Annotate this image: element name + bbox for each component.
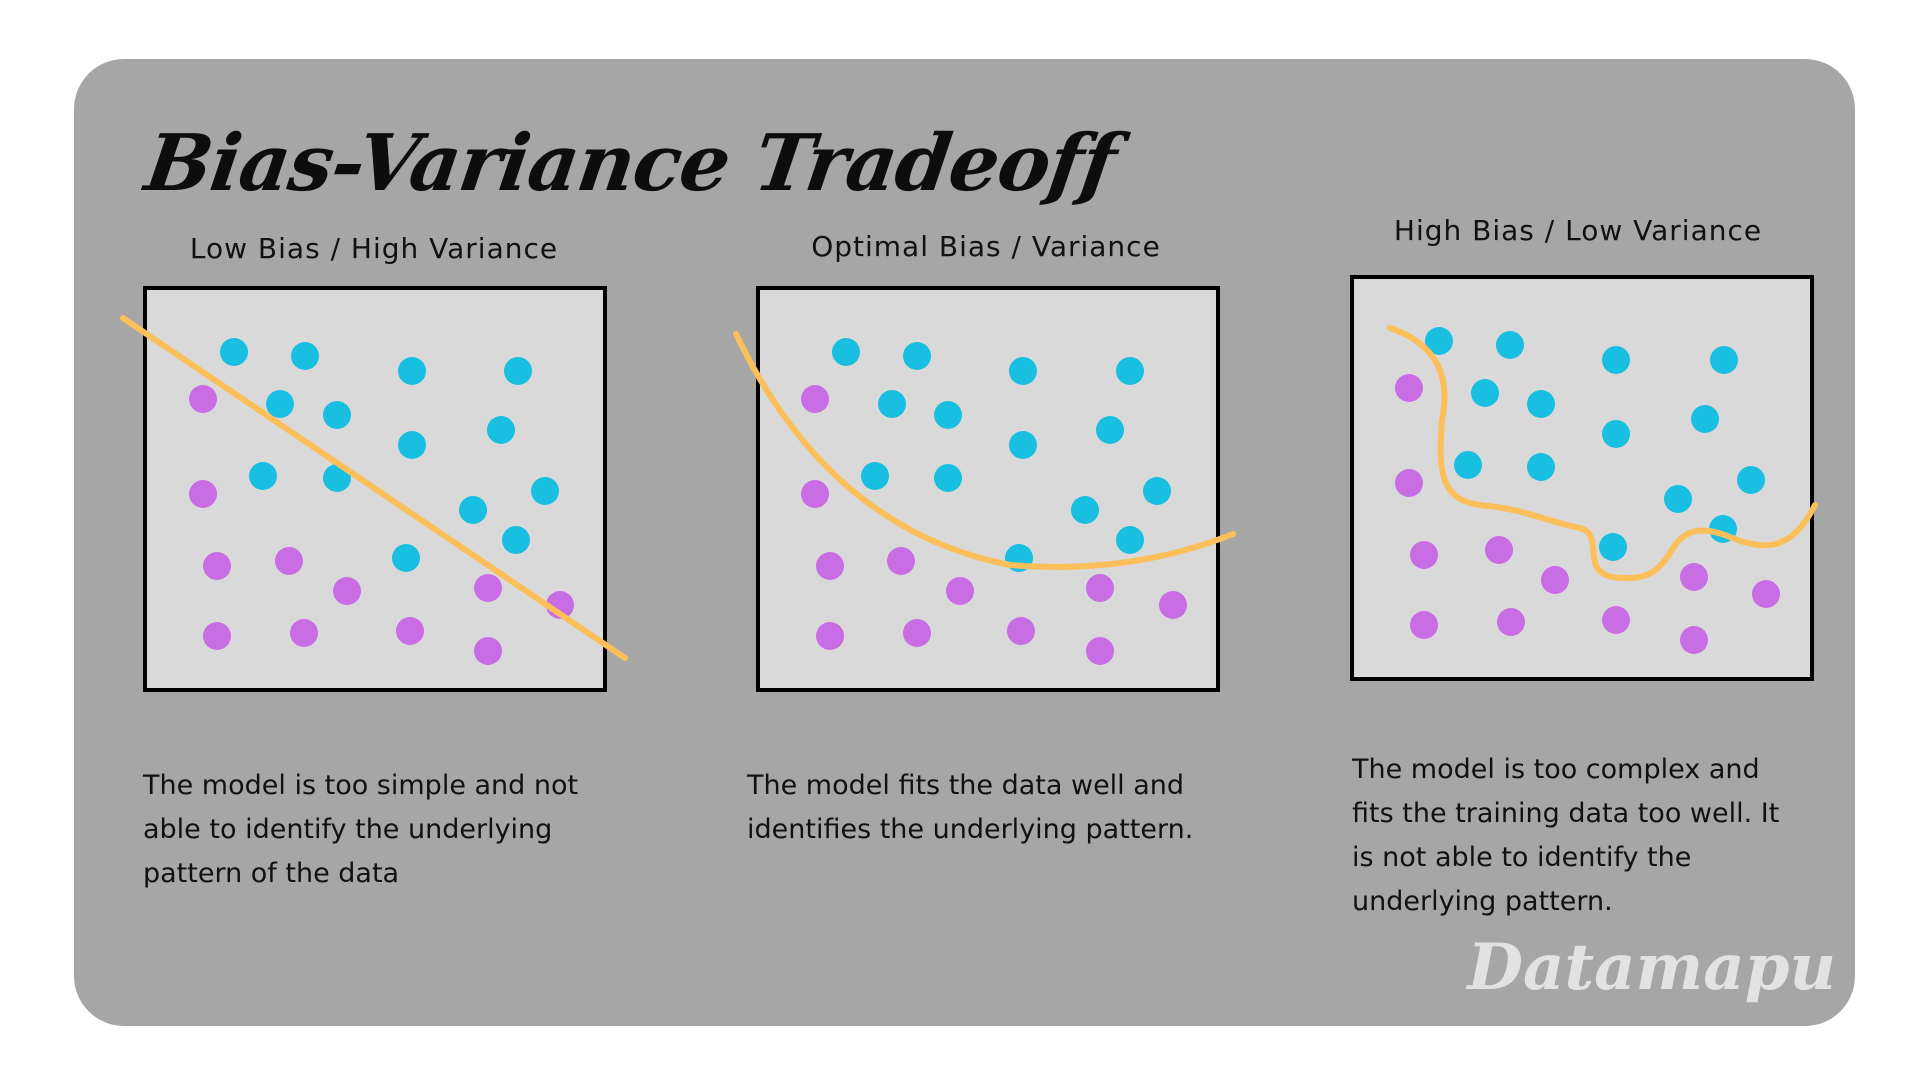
data-point-class-a xyxy=(1527,390,1555,418)
panel-caption-2: The model fits the data well and identif… xyxy=(747,770,1194,845)
data-point-class-b xyxy=(396,617,424,645)
data-point-class-a xyxy=(502,526,530,554)
data-point-class-b xyxy=(801,480,829,508)
data-point-class-a xyxy=(1602,346,1630,374)
data-point-class-b xyxy=(189,385,217,413)
data-point-class-a xyxy=(1471,379,1499,407)
data-point-class-a xyxy=(1691,405,1719,433)
data-point-class-b xyxy=(546,591,574,619)
data-point-class-a xyxy=(1709,515,1737,543)
data-point-class-a xyxy=(1425,327,1453,355)
data-point-class-a xyxy=(1737,466,1765,494)
data-point-class-b xyxy=(946,577,974,605)
data-point-class-b xyxy=(189,480,217,508)
data-point-class-a xyxy=(1005,544,1033,572)
scatter-points-1 xyxy=(189,338,574,665)
data-point-class-a xyxy=(291,342,319,370)
data-point-class-a xyxy=(392,544,420,572)
plot-panel-3 xyxy=(1350,275,1814,681)
data-point-class-a xyxy=(878,390,906,418)
data-point-class-a xyxy=(1071,496,1099,524)
data-point-class-b xyxy=(1395,374,1423,402)
data-point-class-b xyxy=(203,552,231,580)
panel-title-1: Low Bias / High Variance xyxy=(189,232,559,265)
data-point-class-b xyxy=(1485,536,1513,564)
data-point-class-b xyxy=(203,622,231,650)
data-point-class-a xyxy=(1143,477,1171,505)
panel-caption-1: The model is too simple and not able to … xyxy=(143,770,579,889)
data-point-class-b xyxy=(1410,611,1438,639)
data-point-class-a xyxy=(1116,526,1144,554)
data-point-class-b xyxy=(1680,626,1708,654)
data-point-class-a xyxy=(531,477,559,505)
data-point-class-b xyxy=(816,622,844,650)
data-point-class-a xyxy=(1454,451,1482,479)
data-point-class-a xyxy=(1710,346,1738,374)
data-point-class-a xyxy=(504,357,532,385)
data-point-class-a xyxy=(249,462,277,490)
data-point-class-a xyxy=(487,416,515,444)
data-point-class-a xyxy=(323,464,351,492)
data-point-class-b xyxy=(474,637,502,665)
data-point-class-a xyxy=(220,338,248,366)
data-point-class-a xyxy=(398,357,426,385)
scatter-points-2 xyxy=(801,338,1187,665)
datamapu-logo: Datamapu xyxy=(1467,930,1836,1005)
data-point-class-b xyxy=(1497,608,1525,636)
data-point-class-b xyxy=(1541,566,1569,594)
data-point-class-a xyxy=(861,462,889,490)
data-point-class-b xyxy=(275,547,303,575)
diagram-title: Bias-Variance Tradeoff xyxy=(140,118,1121,209)
data-point-class-a xyxy=(934,401,962,429)
data-point-class-a xyxy=(1116,357,1144,385)
panel-title-3: High Bias / Low Variance xyxy=(1393,214,1763,247)
data-point-class-b xyxy=(333,577,361,605)
data-point-class-b xyxy=(1159,591,1187,619)
plot-panel-2 xyxy=(756,286,1220,692)
data-point-class-b xyxy=(474,574,502,602)
data-point-class-b xyxy=(1602,606,1630,634)
data-point-class-a xyxy=(1009,431,1037,459)
data-point-class-a xyxy=(1009,357,1037,385)
panel-caption-3: The model is too complex and fits the tr… xyxy=(1352,754,1780,917)
data-point-class-b xyxy=(887,547,915,575)
data-point-class-a xyxy=(1527,453,1555,481)
data-point-class-b xyxy=(1680,563,1708,591)
data-point-class-a xyxy=(934,464,962,492)
data-point-class-a xyxy=(903,342,931,370)
data-point-class-b xyxy=(1395,469,1423,497)
data-point-class-b xyxy=(801,385,829,413)
data-point-class-b xyxy=(816,552,844,580)
data-point-class-b xyxy=(1086,574,1114,602)
data-point-class-a xyxy=(398,431,426,459)
data-point-class-a xyxy=(1599,533,1627,561)
data-point-class-a xyxy=(323,401,351,429)
data-point-class-b xyxy=(290,619,318,647)
data-point-class-a xyxy=(266,390,294,418)
data-point-class-a xyxy=(832,338,860,366)
data-point-class-a xyxy=(1096,416,1124,444)
data-point-class-a xyxy=(1496,331,1524,359)
panel-title-2: Optimal Bias / Variance xyxy=(811,230,1161,263)
data-point-class-b xyxy=(1752,580,1780,608)
data-point-class-b xyxy=(1086,637,1114,665)
plot-panel-1 xyxy=(143,286,607,692)
data-point-class-a xyxy=(1664,485,1692,513)
data-point-class-b xyxy=(1007,617,1035,645)
data-point-class-b xyxy=(903,619,931,647)
data-point-class-a xyxy=(1602,420,1630,448)
data-point-class-a xyxy=(459,496,487,524)
scatter-points-3 xyxy=(1395,327,1780,654)
data-point-class-b xyxy=(1410,541,1438,569)
